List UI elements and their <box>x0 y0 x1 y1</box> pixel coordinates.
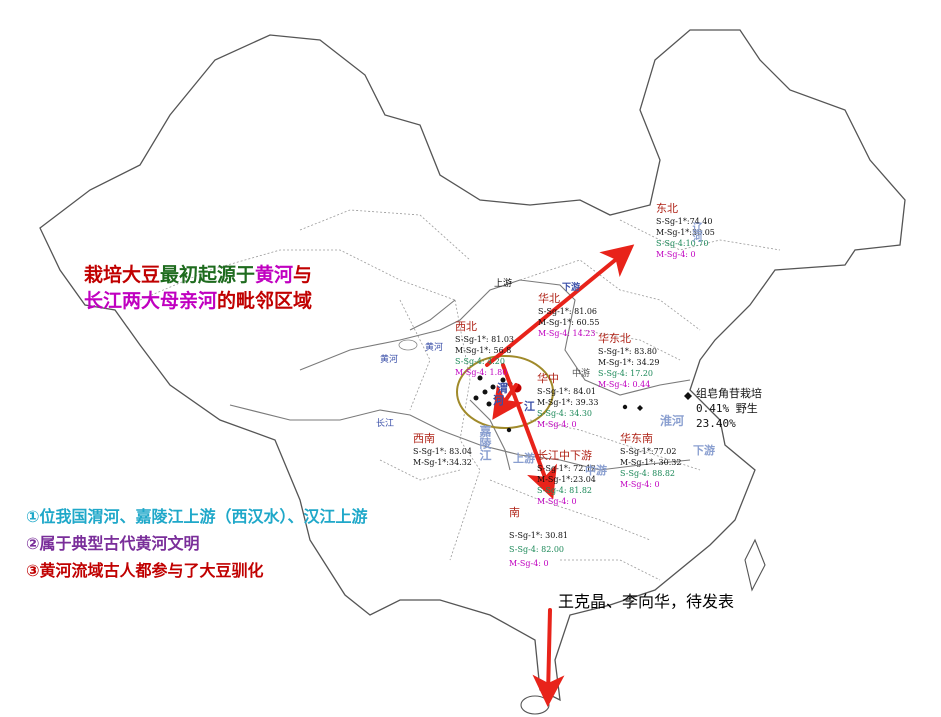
stat-line: M-Sg-1*:30.05 <box>656 228 715 237</box>
stat-line: S-Sg-1*:77.02 <box>620 447 677 456</box>
stat-line: S-Sg-4: 88.82 <box>620 469 676 478</box>
stat-line: M-Sg-4: 0 <box>537 420 577 429</box>
region-changjiang: 长江中下游 S-Sg-1*: 72.12 M-Sg-1*:23.04 S-Sg-… <box>537 447 596 507</box>
region-name: 西北 <box>455 320 477 333</box>
stat-line: S-Sg-1*: 81.06 <box>538 307 598 316</box>
headline-line-1: 栽培大豆最初起源于黄河与 <box>84 262 312 288</box>
river-label-xiayou-2: 下游 <box>693 444 715 457</box>
stat-line: S-Sg-1*: 83.04 <box>413 447 473 456</box>
saponin-legend: 组皂角苷栽培 0.41% 野生 23.40% <box>696 386 762 431</box>
stat-line: M-Sg-1*: 30.32 <box>620 458 682 467</box>
stat-line: S-Sg-1*:74.40 <box>656 217 713 226</box>
headline-part: 两大母亲河 <box>122 290 218 312</box>
river-label-weihe: 渭 <box>497 382 508 395</box>
stat-line: M-Sg-4: 0.44 <box>598 380 651 389</box>
region-name: 华中 <box>537 372 559 385</box>
province-borders <box>139 209 781 581</box>
region-name: 东北 <box>656 202 678 215</box>
stat-line: M-Sg-1*:23.04 <box>537 475 596 484</box>
stat-line: S-Sg-1*: 81.03 <box>455 335 515 344</box>
hainan-island <box>520 695 550 715</box>
stat-line: S-Sg-1*: 83.80 <box>598 347 658 356</box>
headline-part: 与 <box>293 264 313 286</box>
arrow-northeast <box>485 244 635 367</box>
stat-line: S-Sg-4: 82.00 <box>509 545 565 554</box>
note-item: ①位我国渭河、嘉陵江上游（西汉水）、汉江上游 <box>26 507 368 526</box>
headline: 栽培大豆最初起源于黄河与 长江两大母亲河的毗邻区域 <box>84 262 312 314</box>
legend-line: 组皂角苷栽培 <box>696 387 762 400</box>
stat-line: S-Sg-4: 34.30 <box>537 409 593 418</box>
dispersal-arrows <box>485 244 635 707</box>
headline-line-2: 长江两大母亲河的毗邻区域 <box>84 288 312 314</box>
region-name: 华北 <box>538 292 560 305</box>
region-huadongbei: 华东北 S-Sg-1*: 83.80 M-Sg-1*: 34.29 S-Sg-4… <box>598 330 659 390</box>
headline-part: 最初起源于 <box>160 264 256 286</box>
region-name: 长江中下游 <box>537 449 592 462</box>
region-name: 南 <box>509 506 520 519</box>
stat-line: M-Sg-4: 1.80 <box>455 368 508 377</box>
stat-line: S-Sg-1*: 84.01 <box>537 387 597 396</box>
river-label-changjiang: 长江 <box>376 419 395 429</box>
river-label-jialingjiang: 嘉陵江 <box>478 425 492 461</box>
stat-line: M-Sg-4: 0 <box>509 559 549 568</box>
region-name: 华东北 <box>598 332 631 345</box>
notes: ①位我国渭河、嘉陵江上游（西汉水）、汉江上游 ②属于典型古代黄河文明 ③黄河流域… <box>26 506 368 582</box>
region-name: 华东南 <box>620 432 653 445</box>
headline-part: 长江 <box>84 290 123 312</box>
legend-line: 0.41% 野生 <box>696 402 758 415</box>
headline-part: 栽培大豆 <box>84 264 161 286</box>
river-label-huanghe-west: 黄河 <box>380 355 399 365</box>
headline-part: 黄河 <box>255 264 294 286</box>
stat-line: S-Sg-4:10.70 <box>656 239 709 248</box>
region-huazhong: 华中 S-Sg-1*: 84.01 M-Sg-1*: 39.33 S-Sg-4:… <box>537 370 598 430</box>
arrow-south-far <box>532 608 565 707</box>
stat-line: M-Sg-1*: 39.33 <box>537 398 599 407</box>
taiwan-island <box>744 538 766 592</box>
stat-line: S-Sg-4: 81.82 <box>537 486 593 495</box>
rivers <box>229 279 691 471</box>
stat-line: S-Sg-1*: 30.81 <box>509 531 569 540</box>
stat-line: S-Sg-4: 4.20 <box>455 357 505 366</box>
river-label-huaihe: 淮河 <box>660 414 685 428</box>
credit: 王克晶、李向华，待发表 <box>558 592 735 611</box>
origin-ellipse <box>456 355 554 429</box>
qinghai-lake <box>398 339 418 351</box>
stat-line: M-Sg-1*: 56.8 <box>455 346 512 355</box>
river-label-he: 河 <box>493 394 504 407</box>
headline-part: 的毗邻区域 <box>217 290 313 312</box>
stat-line: M-Sg-4: 0 <box>656 250 696 259</box>
river-label-zhongyou: 中游 <box>572 369 591 379</box>
stat-line: M-Sg-1*:34.32 <box>413 458 472 467</box>
stat-line: S-Sg-4: 17.20 <box>598 369 654 378</box>
stat-line: M-Sg-1*: 60.55 <box>538 318 600 327</box>
china-border <box>39 29 906 702</box>
river-label-jiang: 江 <box>524 400 535 413</box>
river-label-zhongyou-2: 中游 <box>585 464 607 477</box>
region-huabei: 华北 S-Sg-1*: 81.06 M-Sg-1*: 60.55 M-Sg-4:… <box>538 290 599 339</box>
region-dongbei: 东北 S-Sg-1*:74.40 M-Sg-1*:30.05 S-Sg-4:10… <box>656 200 715 260</box>
stat-line: M-Sg-4: 0 <box>537 497 577 506</box>
note-item: ③黄河流域古人都参与了大豆驯化 <box>26 561 264 580</box>
region-xibei: 西北 S-Sg-1*: 81.03 M-Sg-1*: 56.8 S-Sg-4: … <box>455 318 514 378</box>
river-label-shangyou: 上游 <box>494 279 513 289</box>
river-label-liaohe: 辽河 <box>690 222 701 242</box>
region-name: 西南 <box>413 432 435 445</box>
note-item: ②属于典型古代黄河文明 <box>26 534 200 553</box>
region-nan: 南 S-Sg-1*: 30.81 S-Sg-4: 82.00 M-Sg-4: 0 <box>509 504 568 569</box>
arrow-southwest <box>492 383 524 420</box>
region-xinan: 西南 S-Sg-1*: 83.04 M-Sg-1*:34.32 <box>413 430 472 468</box>
stat-line: S-Sg-1*: 72.12 <box>537 464 597 473</box>
river-label-xiayou: 下游 <box>562 283 581 293</box>
river-label-huanghe-east: 黄河 <box>425 343 444 353</box>
stat-line: M-Sg-4: 0 <box>620 480 660 489</box>
region-huadongnan: 华东南 S-Sg-1*:77.02 M-Sg-1*: 30.32 S-Sg-4:… <box>620 430 681 490</box>
stat-line: M-Sg-1*: 34.29 <box>598 358 660 367</box>
legend-line: 23.40% <box>696 417 736 430</box>
river-label-shangyou-2: 上游 <box>513 452 535 465</box>
stat-line: M-Sg-4: 14.23 <box>538 329 596 338</box>
